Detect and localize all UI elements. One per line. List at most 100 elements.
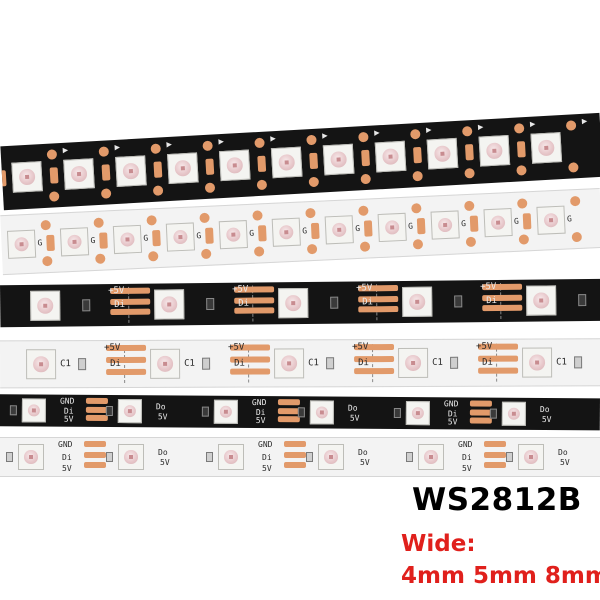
silkscreen-label: G: [196, 231, 202, 241]
led-die: [329, 455, 333, 459]
silkscreen-label: +5V: [480, 282, 497, 293]
silkscreen-label: Di: [482, 357, 493, 368]
solder-pad: [152, 229, 161, 247]
silkscreen-label: Do: [558, 448, 568, 457]
capacitor: [450, 356, 459, 369]
solder-pad: [253, 246, 265, 257]
led-die: [495, 220, 501, 225]
rgb-led: [430, 210, 460, 240]
solder-pad: [48, 191, 60, 202]
rgb-led: [398, 347, 429, 379]
led-die: [410, 360, 416, 366]
width-title: Wide:: [401, 531, 476, 557]
solder-pad: [464, 200, 475, 212]
led-die: [390, 225, 395, 230]
rgb-led: [483, 207, 513, 238]
direction-arrow: ▶: [270, 134, 277, 145]
solder-pad: [310, 222, 320, 240]
solder-pad: [257, 225, 267, 242]
solder-pad: [205, 158, 215, 175]
solder-pad: [257, 155, 267, 173]
led-die: [72, 239, 77, 245]
led-die: [224, 409, 228, 414]
solder-pad: [204, 182, 216, 194]
silkscreen-label: 5V: [157, 412, 168, 422]
capacitor: [201, 406, 209, 417]
rgb-led: [167, 152, 199, 185]
rgb-led: [271, 217, 301, 247]
solder-pad: [516, 165, 527, 176]
silkscreen-label: Do: [158, 448, 168, 457]
led-die: [492, 148, 497, 154]
silkscreen-label: Do: [539, 404, 550, 415]
led-die: [162, 361, 168, 367]
solder-pad: [478, 367, 519, 374]
rgb-led: [324, 215, 354, 245]
silkscreen-label: G: [143, 233, 149, 243]
direction-arrow: ▶: [581, 116, 588, 127]
led-die: [440, 151, 445, 157]
solder-pad: [277, 399, 300, 406]
solder-pad: [49, 167, 59, 184]
capacitor: [574, 356, 583, 369]
solder-pad: [46, 149, 58, 160]
silkscreen-label: Di: [114, 299, 126, 311]
silkscreen-label: C1: [556, 357, 567, 368]
led-die: [19, 242, 24, 247]
solder-pad: [106, 368, 147, 376]
rgb-led: [30, 290, 61, 321]
silkscreen-label: 5V: [447, 417, 458, 427]
solder-pad: [461, 126, 473, 137]
silkscreen-label: GND: [251, 397, 267, 408]
silkscreen-label: 5V: [560, 458, 570, 467]
solder-pad: [99, 232, 108, 249]
solder-pad: [517, 198, 528, 209]
solder-pad: [484, 441, 506, 447]
silkscreen-label: +5V: [108, 285, 125, 297]
capacitor: [489, 408, 497, 419]
rgb-led: [18, 444, 44, 470]
silkscreen-label: Do: [155, 402, 166, 412]
rgb-led: [522, 347, 553, 378]
solder-pad: [146, 215, 157, 226]
silkscreen-label: G: [513, 216, 520, 226]
solder-pad: [0, 170, 7, 187]
led-die: [534, 360, 540, 365]
rgb-led: [63, 158, 95, 190]
led-die: [229, 455, 233, 459]
silkscreen-label: 5V: [63, 414, 74, 424]
led-die: [76, 171, 82, 177]
capacitor: [506, 452, 513, 462]
solder-pad: [363, 220, 373, 237]
rgb-led: [526, 285, 557, 316]
led-die: [42, 303, 48, 308]
rgb-led: [11, 161, 43, 193]
led-die: [284, 160, 290, 165]
silkscreen-label: Do: [358, 448, 368, 457]
rgb-led: [426, 137, 459, 170]
width-options: 4mm 5mm 8mm: [401, 563, 600, 589]
capacitor: [6, 452, 13, 462]
solder-pad: [360, 173, 372, 185]
silkscreen-label: G: [460, 219, 467, 229]
solder-pad: [40, 219, 51, 231]
capacitor: [454, 295, 463, 308]
capacitor: [297, 407, 305, 418]
rgb-led: [377, 212, 407, 243]
direction-arrow: ▶: [166, 139, 173, 151]
silkscreen-label: Di: [62, 453, 72, 462]
silkscreen-label: 5V: [160, 458, 170, 467]
silkscreen-label: Di: [486, 295, 498, 307]
solder-pad: [254, 137, 265, 149]
capacitor: [105, 405, 113, 416]
rgb-led: [154, 289, 185, 320]
solder-pad: [412, 239, 424, 250]
silkscreen-label: G: [249, 228, 255, 238]
led-die: [512, 412, 516, 416]
solder-pad: [410, 128, 421, 140]
silkscreen-label: +5V: [476, 341, 493, 352]
direction-arrow: ▶: [322, 131, 328, 142]
